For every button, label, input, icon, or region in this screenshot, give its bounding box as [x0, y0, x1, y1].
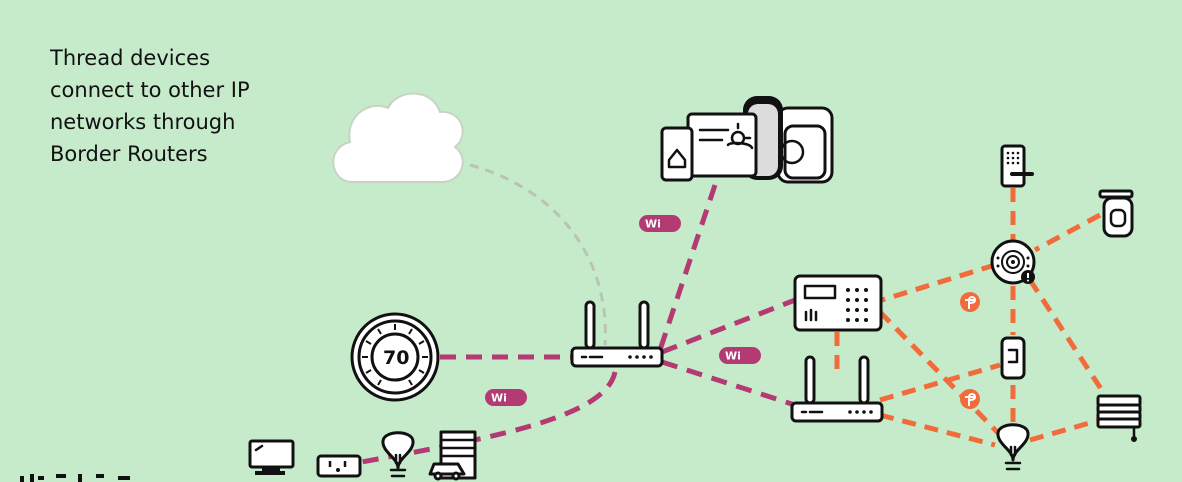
- thermostat-temperature: 70: [383, 347, 409, 369]
- wifi-router-icon: [570, 300, 664, 368]
- security-panel-icon: [793, 274, 883, 332]
- smart-display-icon: [660, 96, 834, 184]
- diagram-caption: Thread devices connect to other IP netwo…: [50, 42, 310, 170]
- light-bulb-icon: [996, 423, 1030, 471]
- thread-link-smoke-blind: [1027, 278, 1108, 397]
- wifi-badge-text: Wi: [645, 218, 661, 231]
- wifi-link-border-router: [661, 359, 796, 408]
- monitor-icon: [248, 439, 295, 475]
- thread-logo-icon: [960, 292, 980, 312]
- caption-line-2: connect to other IP: [50, 78, 250, 102]
- thread-link-bulb-blind: [1029, 417, 1101, 443]
- thermostat-icon: 70: [350, 312, 440, 402]
- contact-sensor-icon: [1000, 336, 1026, 380]
- wifi-badge-text: Wi: [725, 350, 741, 363]
- light-bulb-icon: [381, 431, 415, 478]
- cropped-logo-fragment: [20, 474, 130, 482]
- thread-link-router-contact: [879, 362, 1001, 403]
- wifi-badge-boxed-text: Fi: [743, 350, 754, 363]
- wifi-link-display: [657, 184, 718, 351]
- connections: [339, 163, 1108, 469]
- motion-sensor-icon: [1098, 189, 1134, 238]
- wifi-badge-middle: Wi Fi: [719, 347, 761, 364]
- cloud-link: [469, 163, 607, 346]
- wifi-link-panel: [661, 297, 796, 355]
- garage-door-icon: [428, 430, 477, 481]
- door-lock-icon: [1000, 144, 1034, 188]
- thread-link-smoke-panel: [881, 262, 996, 303]
- wifi-badge-boxed-text: Fi: [663, 218, 674, 231]
- wifi-badge-boxed-text: Fi: [509, 392, 520, 405]
- wifi-badge-upper: Wi Fi: [639, 215, 681, 232]
- thread-link-motion-smoke: [1033, 212, 1102, 253]
- smart-plug-icon: [316, 454, 362, 478]
- wifi-badge-text: Wi: [491, 392, 507, 405]
- cloud-icon: [332, 92, 464, 183]
- window-blind-icon: [1096, 394, 1142, 442]
- thread-logo-icon: [960, 389, 980, 409]
- caption-line-4: Border Routers: [50, 142, 208, 166]
- wifi-badge-lower: Wi Fi: [485, 389, 527, 406]
- thread-link-router-bulb: [879, 412, 996, 448]
- border-router-icon: [790, 355, 884, 423]
- caption-line-1: Thread devices: [50, 46, 211, 70]
- caption-line-3: networks through: [50, 110, 236, 134]
- smoke-detector-icon: [990, 239, 1036, 285]
- thread-link-panel-bulb: [878, 310, 1007, 442]
